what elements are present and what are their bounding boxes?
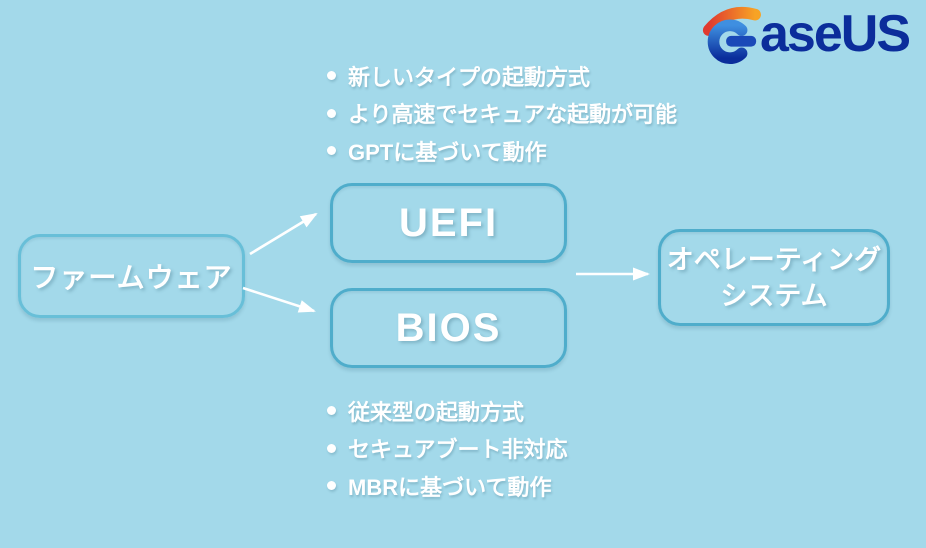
uefi-bullet-2: より高速でセキュアな起動が可能 [348, 102, 678, 128]
uefi-node-label: UEFI [398, 200, 499, 245]
easeus-e-icon [702, 6, 761, 64]
firmware-node: ファームウェア [18, 234, 245, 318]
list-item: 新しいタイプの起動方式 [327, 57, 677, 95]
bios-node-label: BIOS [395, 305, 502, 350]
list-item: 従来型の起動方式 [327, 392, 568, 430]
easeus-logo: aseUS [698, 4, 918, 64]
bullet-icon [327, 481, 336, 491]
easeus-logo-text: aseUS [760, 5, 911, 63]
list-item: セキュアブート非対応 [327, 430, 568, 468]
uefi-feature-list: 新しいタイプの起動方式 より高速でセキュアな起動が可能 GPTに基づいて動作 [327, 57, 677, 170]
os-node: オペレーティング システム [658, 229, 890, 326]
bios-bullet-2: セキュアブート非対応 [348, 437, 568, 463]
bios-node: BIOS [330, 288, 567, 368]
bios-bullet-1: 従来型の起動方式 [348, 399, 525, 425]
bullet-icon [327, 443, 336, 453]
os-node-label-line1: オペレーティング [666, 244, 882, 275]
bullet-icon [327, 406, 336, 416]
bullet-icon [327, 108, 336, 118]
uefi-node: UEFI [330, 183, 567, 263]
os-node-label: オペレーティング システム [667, 242, 881, 314]
uefi-bullet-1: 新しいタイプの起動方式 [348, 64, 591, 90]
os-node-label-line2: システム [720, 280, 828, 311]
list-item: MBRに基づいて動作 [327, 467, 568, 505]
arrow-firmware-to-bios [242, 286, 316, 313]
firmware-node-label: ファームウェア [30, 262, 233, 293]
arrow-firmware-to-uefi [249, 212, 318, 256]
bullet-icon [327, 146, 336, 156]
bios-bullet-3: MBRに基づいて動作 [348, 474, 552, 500]
uefi-bullet-3: GPTに基づいて動作 [348, 139, 547, 165]
bios-feature-list: 従来型の起動方式 セキュアブート非対応 MBRに基づいて動作 [327, 392, 568, 505]
bullet-icon [327, 71, 336, 81]
list-item: より高速でセキュアな起動が可能 [327, 95, 677, 133]
list-item: GPTに基づいて動作 [327, 132, 677, 170]
